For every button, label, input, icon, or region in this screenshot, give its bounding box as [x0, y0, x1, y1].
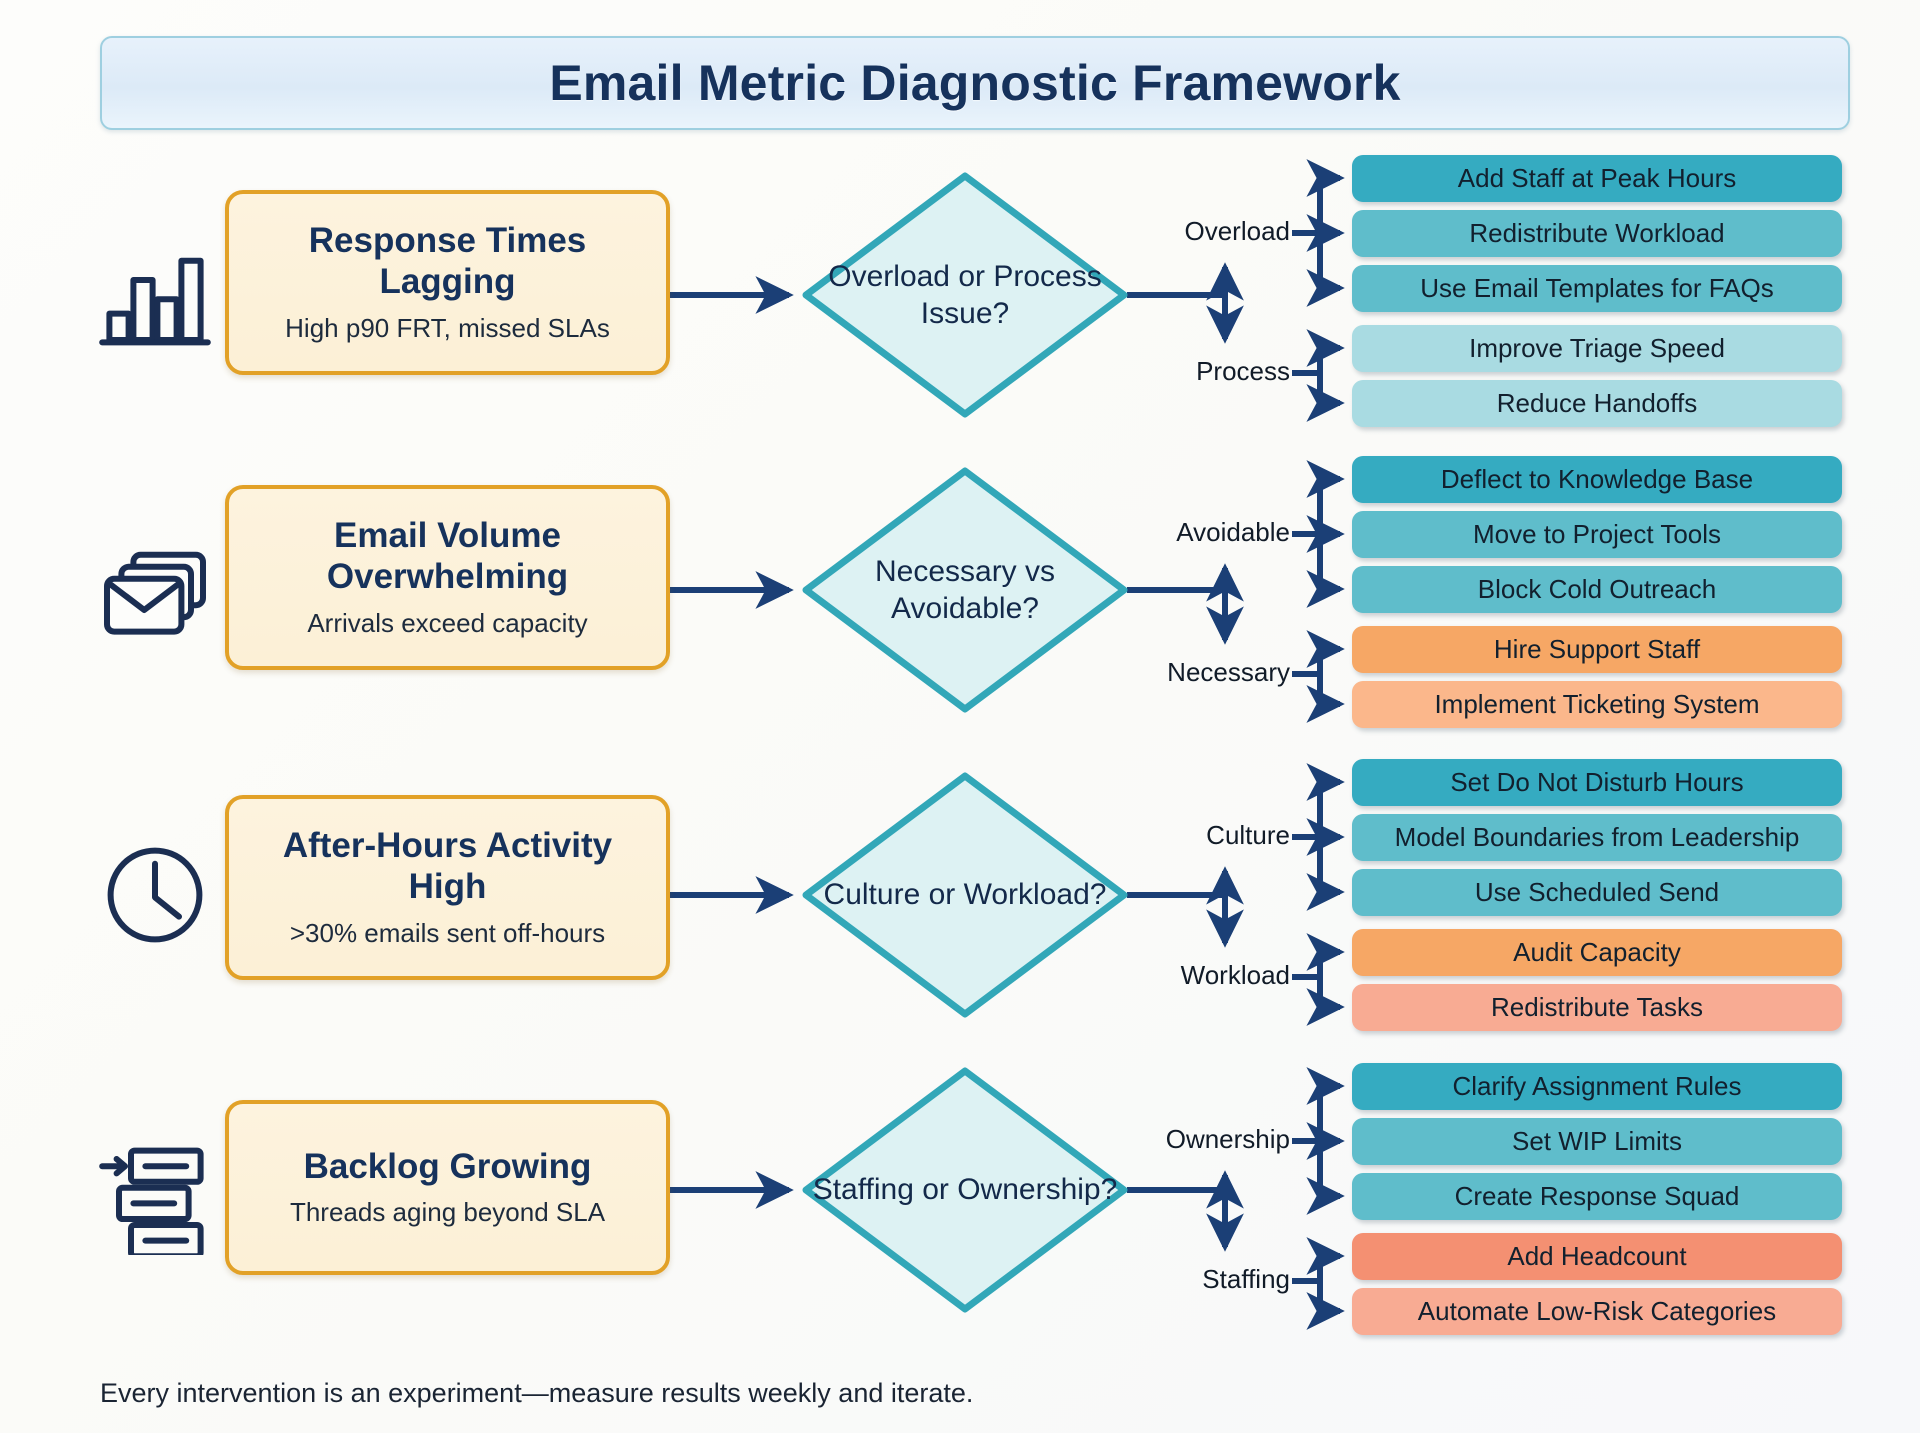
branch-label: Staffing — [1202, 1264, 1290, 1294]
action-box[interactable]: Set Do Not Disturb Hours — [1352, 758, 1842, 806]
branch-label: Avoidable — [1176, 517, 1290, 547]
action-box[interactable]: Clarify Assignment Rules — [1352, 1062, 1842, 1110]
action-box[interactable]: Reduce Handoffs — [1352, 379, 1842, 427]
branch-label: Workload — [1180, 960, 1290, 990]
action-box[interactable]: Implement Ticketing System — [1352, 680, 1842, 728]
branch-label: Process — [1196, 356, 1290, 386]
action-box[interactable]: Redistribute Workload — [1352, 209, 1842, 257]
action-box[interactable]: Deflect to Knowledge Base — [1352, 455, 1842, 503]
action-box[interactable]: Block Cold Outreach — [1352, 565, 1842, 613]
branch-label: Ownership — [1165, 1124, 1290, 1154]
problem-card[interactable]: After-Hours Activity High >30% emails sen… — [225, 795, 670, 980]
problem-subtitle: High p90 FRT, missed SLAs — [285, 312, 610, 343]
problem-title: Response Times Lagging — [308, 221, 587, 301]
problem-title: After-Hours Activity High — [282, 826, 613, 906]
action-box[interactable]: Move to Project Tools — [1352, 510, 1842, 558]
action-box[interactable]: Redistribute Tasks — [1352, 983, 1842, 1031]
branch-label: Necessary — [1167, 657, 1290, 687]
problem-title: Email Volume Overwhelming — [326, 516, 569, 596]
action-box[interactable]: Use Email Templates for FAQs — [1352, 264, 1842, 312]
action-box[interactable]: Set WIP Limits — [1352, 1117, 1842, 1165]
problem-title: Backlog Growing — [303, 1146, 592, 1186]
action-box[interactable]: Add Headcount — [1352, 1232, 1842, 1280]
action-box[interactable]: Add Staff at Peak Hours — [1352, 154, 1842, 202]
action-box[interactable]: Audit Capacity — [1352, 928, 1842, 976]
backlog-queue-icon — [95, 1135, 215, 1255]
footer-note: Every intervention is an experiment—meas… — [100, 1378, 974, 1408]
page-title: Email Metric Diagnostic Framework — [549, 55, 1401, 111]
action-box[interactable]: Use Scheduled Send — [1352, 868, 1842, 916]
action-box[interactable]: Create Response Squad — [1352, 1172, 1842, 1220]
problem-subtitle: Arrivals exceed capacity — [307, 607, 588, 638]
branch-label: Overload — [1184, 216, 1291, 246]
stacked-envelopes-icon — [95, 538, 215, 658]
page-title-banner: Email Metric Diagnostic Framework — [100, 36, 1850, 130]
action-box[interactable]: Automate Low-Risk Categories — [1352, 1287, 1842, 1335]
clock-icon — [95, 835, 215, 955]
action-box[interactable]: Hire Support Staff — [1352, 625, 1842, 673]
problem-subtitle: Threads aging beyond SLA — [289, 1197, 606, 1228]
branch-label: Culture — [1206, 820, 1290, 850]
action-box[interactable]: Improve Triage Speed — [1352, 324, 1842, 372]
action-box[interactable]: Model Boundaries from Leadership — [1352, 813, 1842, 861]
problem-subtitle: >30% emails sent off-hours — [289, 917, 606, 948]
bar-chart-icon — [95, 232, 215, 352]
